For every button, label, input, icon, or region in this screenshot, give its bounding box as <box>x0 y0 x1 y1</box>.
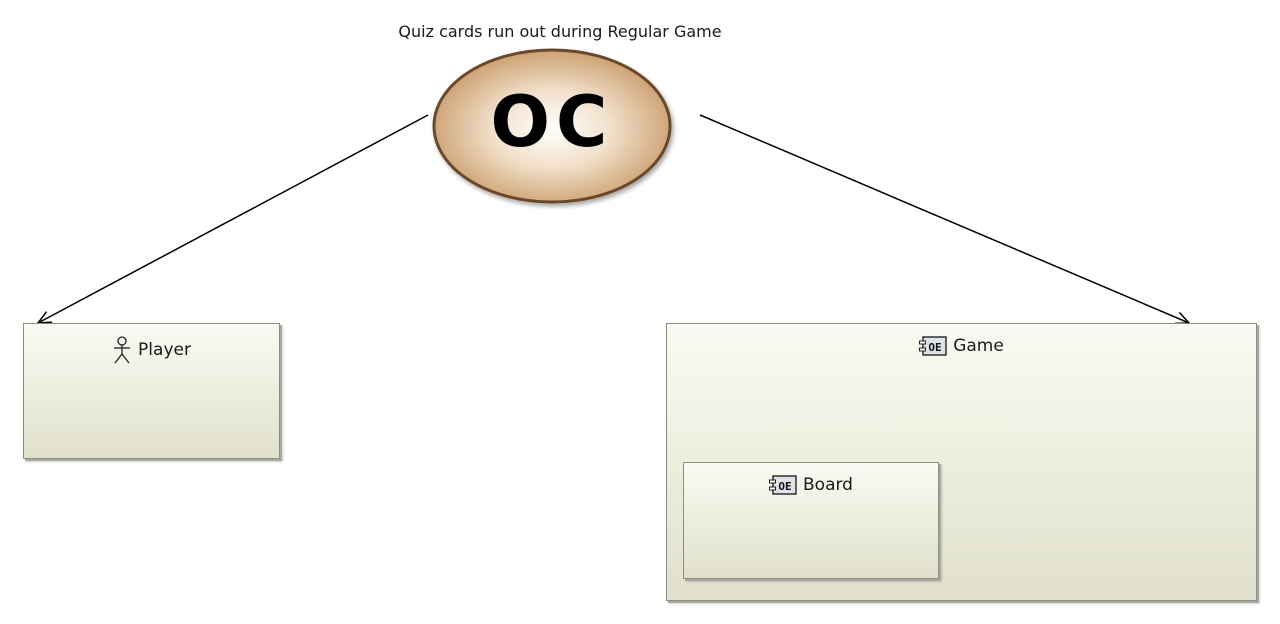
entity-icon: OE <box>769 475 797 495</box>
board-header: OE Board <box>684 475 938 495</box>
svg-text:OE: OE <box>929 341 942 354</box>
game-label: Game <box>953 336 1004 356</box>
board-box[interactable]: OE Board <box>683 462 939 579</box>
actor-icon <box>112 336 132 364</box>
svg-text:OE: OE <box>778 480 791 493</box>
link-oc-to-player[interactable] <box>38 114 429 323</box>
oc-ellipse-icon: OC <box>432 48 672 204</box>
operational-capability-label: Quiz cards run out during Regular Game <box>398 22 722 41</box>
operational-capability-node[interactable]: OC <box>426 46 682 210</box>
entity-icon: OE <box>919 336 947 356</box>
player-box[interactable]: Player <box>23 323 280 459</box>
board-label: Board <box>803 475 853 495</box>
player-header: Player <box>24 336 279 364</box>
link-oc-to-game[interactable] <box>699 114 1189 323</box>
oc-icon-text: OC <box>491 81 614 163</box>
game-header: OE Game <box>667 336 1256 356</box>
player-label: Player <box>138 340 191 360</box>
